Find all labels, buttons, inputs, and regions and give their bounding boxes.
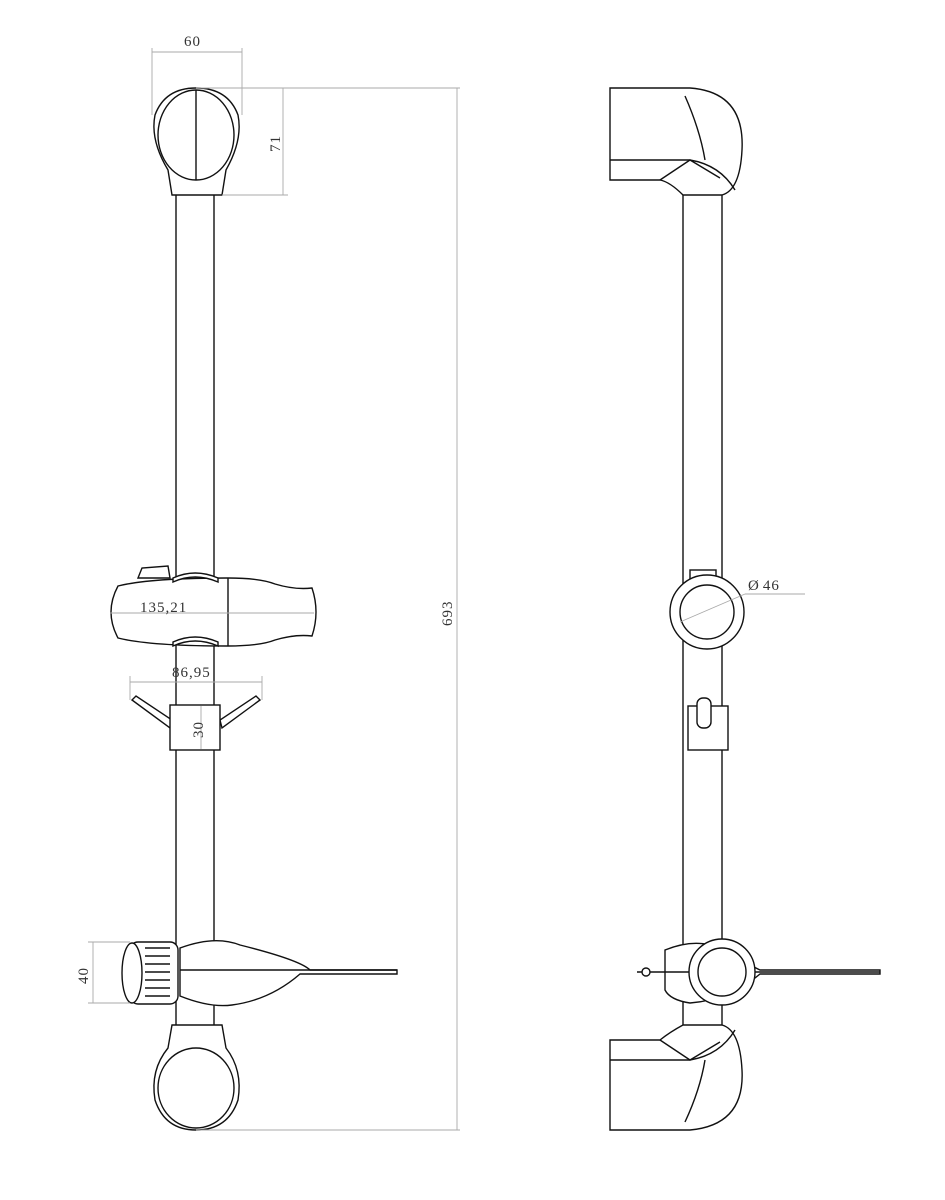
bottom-bracket-front — [153, 1024, 240, 1131]
slider-front: 135,21 — [110, 565, 317, 648]
top-bracket-side — [609, 87, 743, 196]
soap-dish-side — [637, 938, 881, 1006]
clamp-span-label: 86,95 — [172, 665, 211, 681]
bracket-height-label: 71 — [268, 135, 284, 152]
dimension-lines: 60 71 693 — [151, 34, 460, 1131]
front-view: 135,21 86,95 30 — [76, 34, 460, 1131]
total-length-label: 693 — [440, 601, 456, 627]
bracket-width-label: 60 — [184, 34, 201, 50]
soap-dish-front: 40 — [76, 940, 398, 1007]
top-bracket-front — [153, 87, 240, 196]
clamp-height-label: 30 — [191, 721, 207, 738]
knob-size-label: 40 — [76, 967, 92, 984]
clip-side — [687, 697, 729, 751]
clamp-front: 86,95 30 — [129, 665, 263, 751]
slider-length-label: 135,21 — [140, 600, 187, 616]
bottom-bracket-side — [609, 1024, 743, 1131]
